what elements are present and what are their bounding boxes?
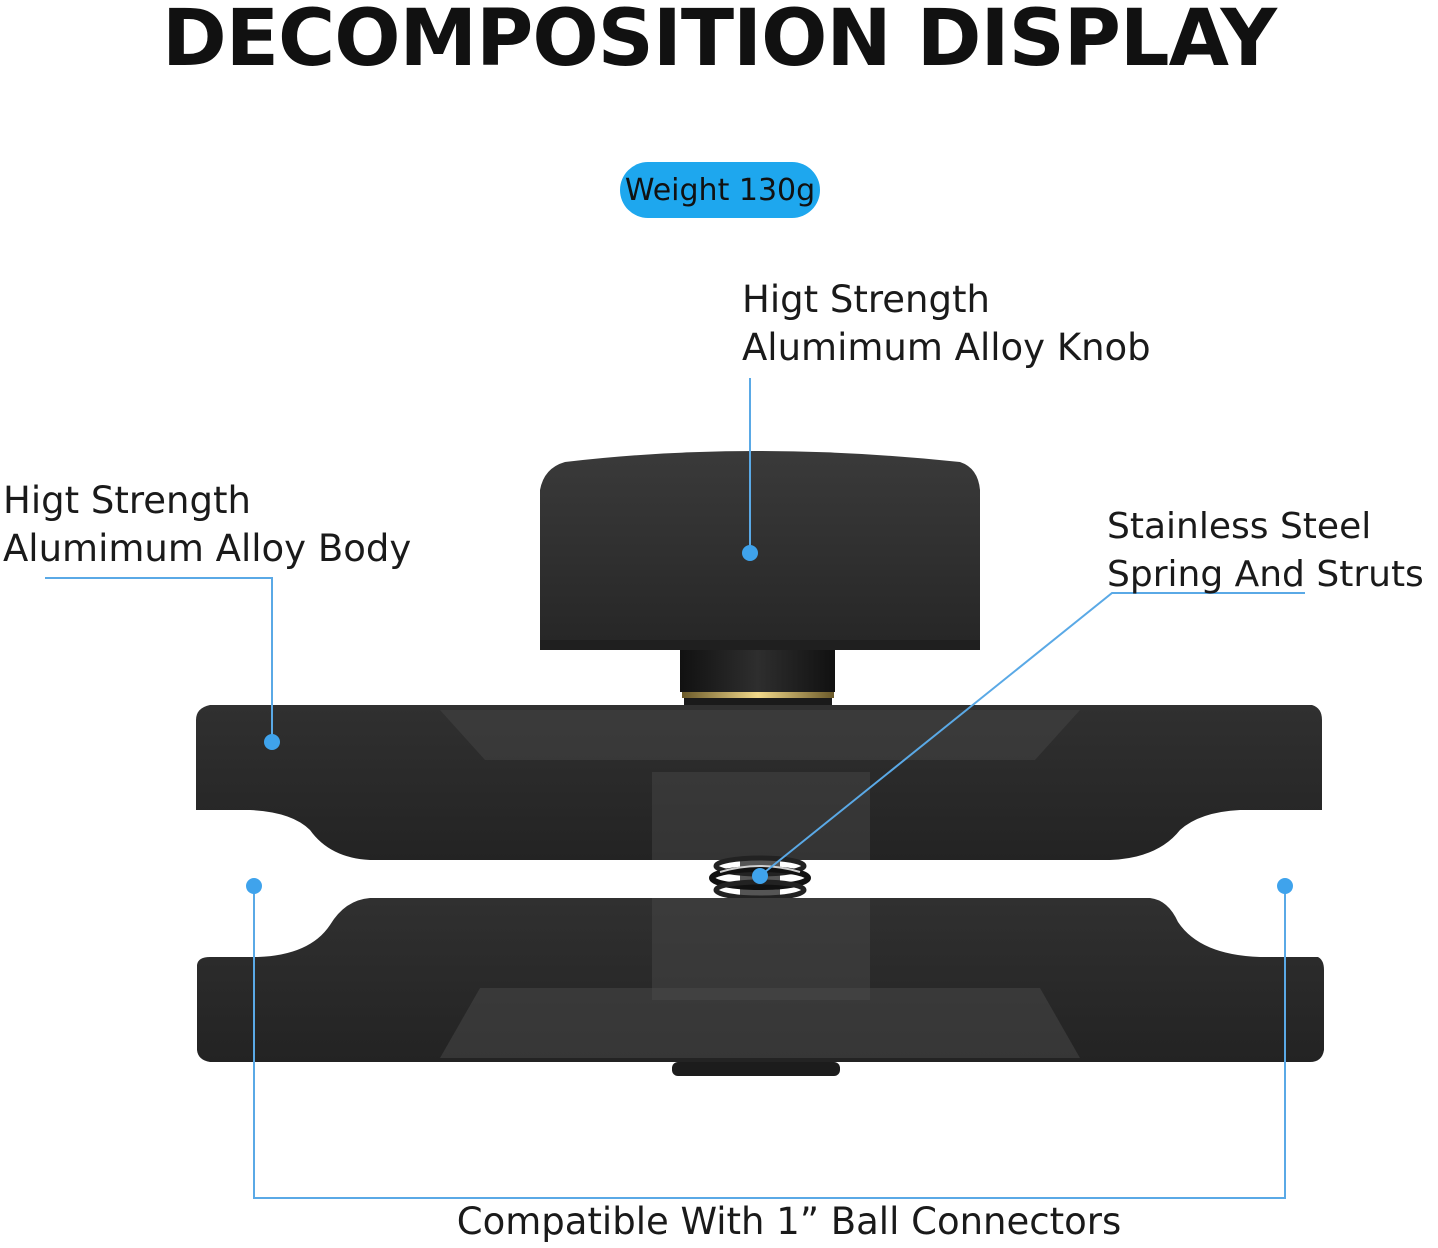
callout-lines xyxy=(45,378,1305,1199)
knob xyxy=(540,451,980,706)
spring-callout-dot xyxy=(752,868,768,884)
page-title: DECOMPOSITION DISPLAY xyxy=(161,0,1277,84)
knob-label: Higt Strength Alumimum Alloy Knob xyxy=(742,276,1151,372)
compatibility-label: Compatible With 1” Ball Connectors xyxy=(456,1200,1122,1243)
body-callout-dot xyxy=(264,734,280,750)
knob-label-line-2: Alumimum Alloy Knob xyxy=(742,326,1151,369)
right-connector-dot xyxy=(1277,878,1293,894)
callout-dots xyxy=(246,545,1293,894)
body-label: Higt Strength Alumimum Alloy Body xyxy=(3,477,411,573)
spring-label-line-1: Stainless Steel xyxy=(1107,506,1372,547)
knob-label-line-1: Higt Strength xyxy=(742,278,990,321)
left-connector-dot xyxy=(246,878,262,894)
weight-badge: Weight 130g xyxy=(620,162,820,218)
body-label-line-2: Alumimum Alloy Body xyxy=(3,527,412,570)
body-label-line-1: Higt Strength xyxy=(3,479,251,522)
knob-callout-dot xyxy=(742,545,758,561)
lower-body xyxy=(197,898,1324,1076)
spring-label: Stainless Steel Spring And Struts xyxy=(1107,503,1424,599)
upper-body xyxy=(196,705,1322,860)
spring-label-line-2: Spring And Struts xyxy=(1107,554,1424,595)
